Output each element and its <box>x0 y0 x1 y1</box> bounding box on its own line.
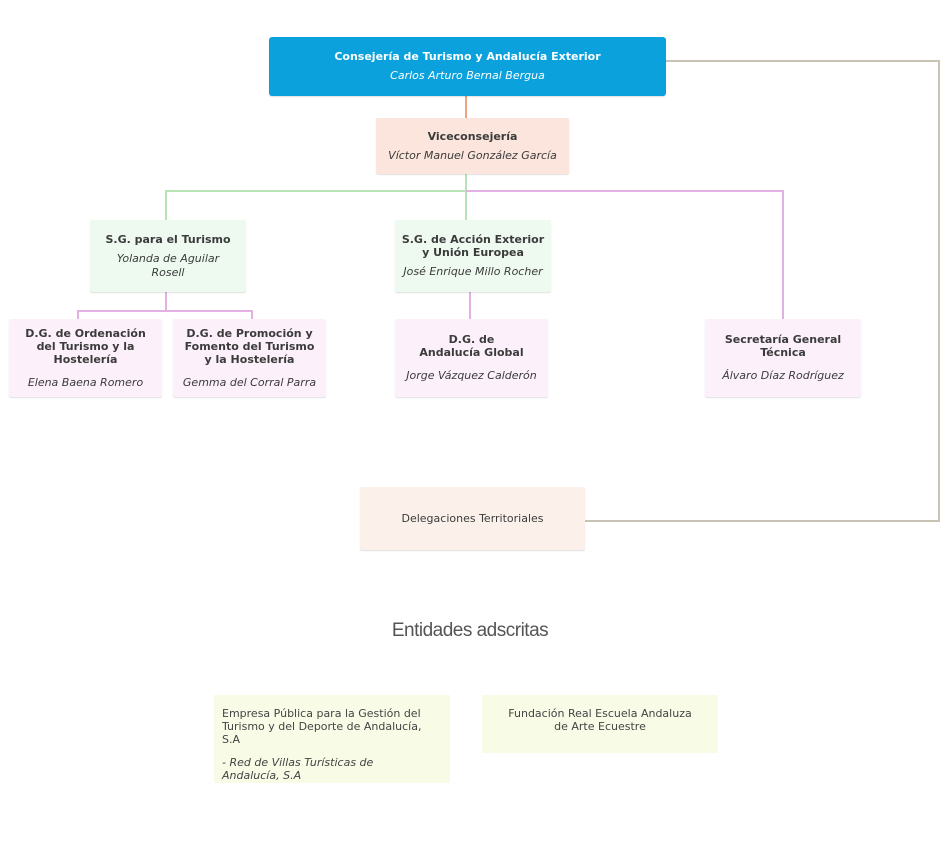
entidades-heading: Entidades adscritas <box>391 620 549 641</box>
node-dg-andalucia-global: D.G. de Andalucía Global Jorge Vázquez C… <box>395 319 548 397</box>
entity-name: Fundación Real Escuela Andaluza de Arte … <box>508 707 692 733</box>
node-sg-turismo: S.G. para el Turismo Yolanda de Aguilar … <box>90 220 246 292</box>
node-person: Álvaro Díaz Rodríguez <box>722 369 844 382</box>
node-title: S.G. de Acción Exterior y Unión Europea <box>401 233 545 259</box>
node-dg-promocion: D.G. de Promoción y Fomento del Turismo … <box>173 319 326 397</box>
node-delegaciones-territoriales: Delegaciones Territoriales <box>360 487 585 550</box>
entity-fundacion: Fundación Real Escuela Andaluza de Arte … <box>482 695 718 753</box>
node-person: Víctor Manuel González García <box>388 148 557 162</box>
entity-name: Empresa Pública para la Gestión del Turi… <box>222 707 422 746</box>
node-person: Elena Baena Romero <box>27 375 144 389</box>
node-title: D.G. de Andalucía Global <box>419 333 524 359</box>
node-person: José Enrique Millo Rocher <box>403 265 543 278</box>
node-person: Carlos Arturo Bernal Bergua <box>390 69 545 82</box>
node-dg-ordenacion: D.G. de Ordenación del Turismo y la Host… <box>9 319 162 397</box>
node-viceconsejeria: Viceconsejería Víctor Manuel González Ga… <box>376 118 569 174</box>
node-person: Gemma del Corral Parra <box>182 375 317 389</box>
node-sg-accion-exterior: S.G. de Acción Exterior y Unión Europea … <box>395 220 551 292</box>
entity-empresa-publica: Empresa Pública para la Gestión del Turi… <box>214 695 450 783</box>
node-secretaria-general-tecnica: Secretaría General Técnica Álvaro Díaz R… <box>705 319 861 397</box>
node-title: D.G. de Promoción y Fomento del Turismo … <box>184 326 315 366</box>
node-title: Delegaciones Territoriales <box>401 512 544 525</box>
node-title: D.G. de Ordenación del Turismo y la Host… <box>25 326 146 366</box>
node-person: Jorge Vázquez Calderón <box>406 369 537 382</box>
node-person: Yolanda de Aguilar Rosell <box>116 251 220 279</box>
entity-subentity: - Red de Villas Turísticas de Andalucía,… <box>222 756 374 782</box>
node-title: Viceconsejería <box>427 129 518 143</box>
node-title: Consejería de Turismo y Andalucía Exteri… <box>334 50 601 63</box>
node-title: S.G. para el Turismo <box>105 232 231 246</box>
node-consejeria: Consejería de Turismo y Andalucía Exteri… <box>269 37 666 96</box>
node-title: Secretaría General Técnica <box>724 333 842 359</box>
